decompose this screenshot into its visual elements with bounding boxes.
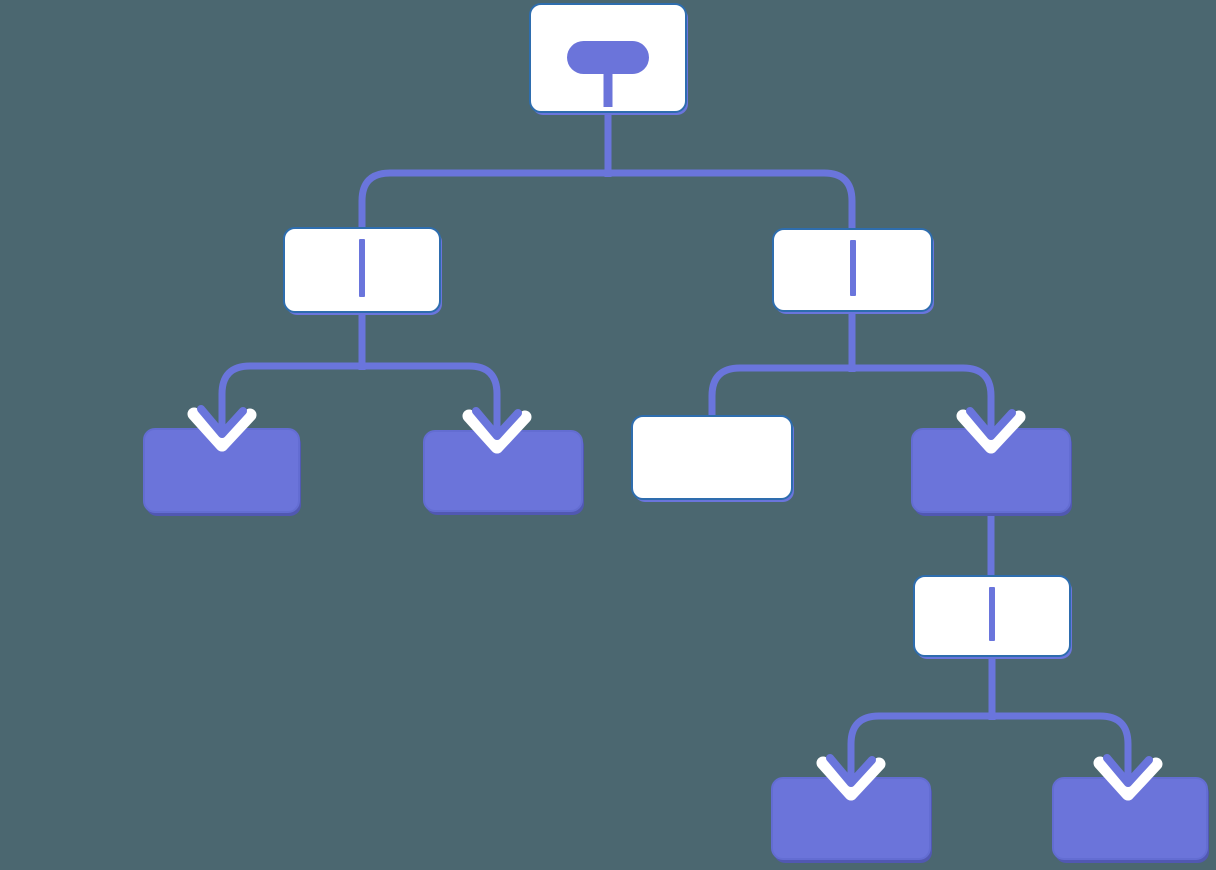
vertical-divider-icon [849, 240, 856, 296]
leaf-node-4[interactable] [1052, 777, 1208, 860]
edge-branch-left-split [218, 362, 501, 415]
edge-branch-right-split [708, 364, 995, 416]
branch-node-bottom[interactable] [913, 575, 1071, 657]
branch-node-right[interactable] [772, 228, 933, 312]
child-node-plain[interactable] [631, 415, 793, 500]
leaf-node-2[interactable] [423, 430, 583, 512]
edge-root-split [358, 169, 856, 229]
leaf-node-3[interactable] [771, 777, 931, 860]
pill-stem-icon [603, 71, 613, 107]
edge-branch-bottom-split [847, 712, 1132, 762]
pill-with-stem-icon [567, 41, 649, 74]
vertical-divider-icon [989, 587, 995, 641]
leaf-node-1[interactable] [143, 428, 300, 513]
vertical-divider-icon [359, 239, 365, 297]
root-node[interactable] [529, 3, 687, 113]
branch-node-left[interactable] [283, 227, 441, 313]
branch-node-purple[interactable] [911, 428, 1071, 513]
